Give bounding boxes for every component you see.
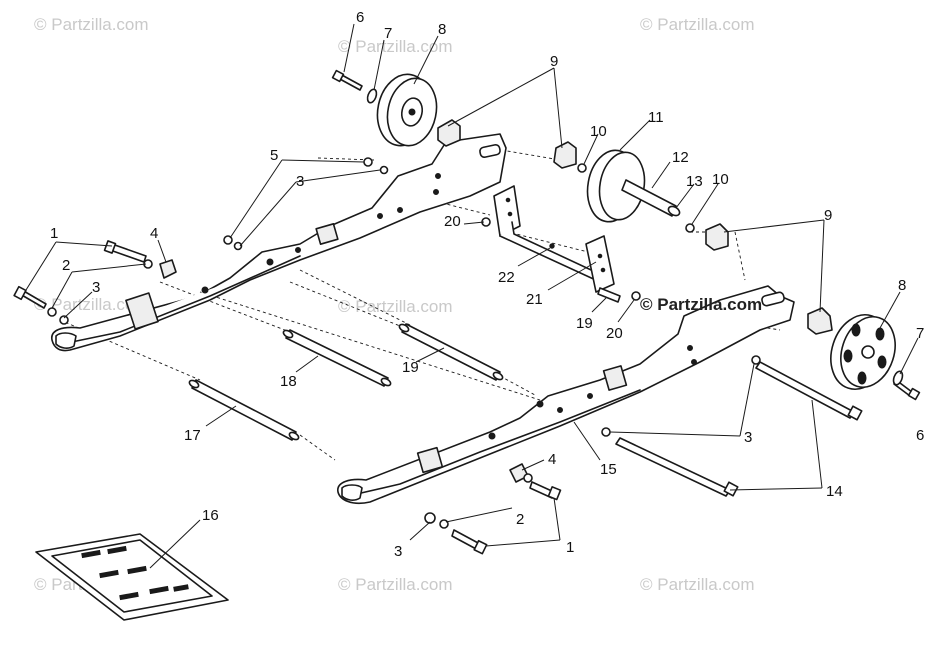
callout-label: 20 — [444, 213, 461, 230]
callout-label: 20 — [606, 325, 623, 342]
track-section — [35, 533, 229, 621]
spacers-9 — [437, 119, 833, 335]
callout-label: 10 — [712, 171, 729, 188]
callout-label: 7 — [384, 25, 392, 42]
callout-label: 6 — [356, 9, 364, 26]
callout-label: 8 — [898, 277, 906, 294]
callout-label: 18 — [280, 373, 297, 390]
callout-label: 4 — [548, 451, 556, 468]
callout-label: 3 — [394, 543, 402, 560]
watermark-text: © Partzilla.com — [338, 37, 453, 56]
callout-label: 14 — [826, 483, 843, 500]
callout-label: 5 — [270, 147, 278, 164]
watermark-text: © Partzilla.com — [338, 297, 453, 316]
callout-label: 11 — [648, 109, 664, 126]
watermark-text: © Partzilla.com — [338, 575, 453, 594]
watermark-text: © Partzilla.com — [34, 295, 149, 314]
callout-label: 16 — [202, 507, 219, 524]
callout-label: 8 — [438, 21, 446, 38]
callout-label: 17 — [184, 427, 201, 444]
callout-label: 4 — [150, 225, 158, 242]
callout-label: 19 — [576, 315, 593, 332]
callout-label: 9 — [824, 207, 832, 224]
long-bolts — [615, 361, 863, 497]
callout-label: 12 — [672, 149, 689, 166]
callout-label: 3 — [92, 279, 100, 296]
hardware — [13, 69, 921, 555]
callout-label: 2 — [516, 511, 524, 528]
callout-label: 22 — [498, 269, 515, 286]
callout-label: 7 — [916, 325, 924, 342]
callout-label: 2 — [62, 257, 70, 274]
callout-label: 10 — [590, 123, 607, 140]
callout-label: 21 — [526, 291, 543, 308]
idler-wheel-top — [376, 73, 438, 147]
watermark-text: © Partzilla.com — [640, 15, 755, 34]
watermark-text: © Partzilla.com — [640, 575, 755, 594]
idler-wheel-right — [830, 314, 896, 390]
leader-lines — [25, 23, 919, 569]
callout-label: 1 — [566, 539, 574, 556]
callout-label: 1 — [50, 225, 58, 242]
callout-label: 19 — [402, 359, 419, 376]
wheel-11 — [586, 149, 681, 223]
callout-label: 3 — [744, 429, 752, 446]
callout-label: 9 — [550, 53, 558, 70]
watermark-text: © Partzilla.com — [34, 15, 149, 34]
watermark-text-dark: © Partzilla.com — [640, 295, 762, 314]
callout-label: 6 — [916, 427, 924, 444]
callout-labels: 6 7 8 9 5 3 10 11 12 13 10 9 1 4 2 3 20 … — [50, 9, 924, 560]
cross-shafts — [188, 323, 504, 441]
callout-label: 13 — [686, 173, 703, 190]
right-rail — [337, 285, 795, 505]
callout-label: 15 — [600, 461, 617, 478]
center-bracket — [493, 185, 615, 293]
left-rail — [51, 133, 507, 352]
callout-label: 3 — [296, 173, 304, 190]
